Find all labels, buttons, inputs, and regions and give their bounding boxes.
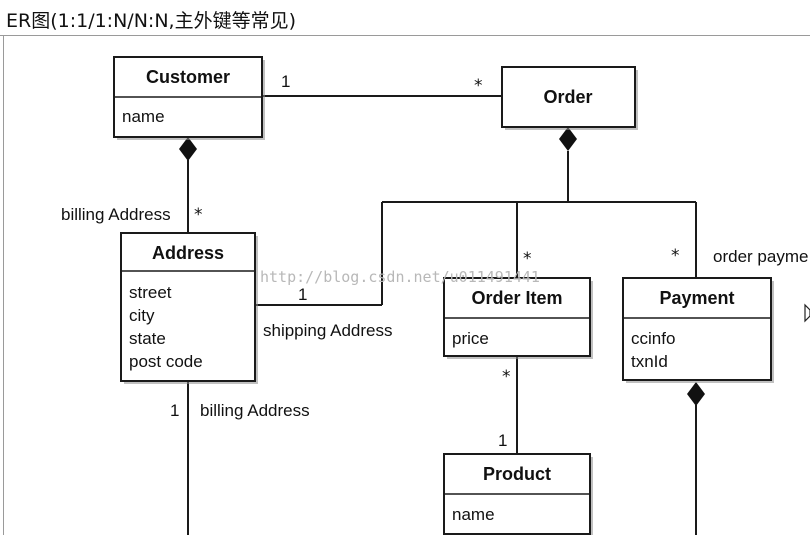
customer-attr-name: name <box>122 107 165 126</box>
order-item-attr-price: price <box>452 329 489 348</box>
product-multiplicity-many: * <box>502 367 511 387</box>
page-title: ER图(1:1/1:N/N:N,主外键等常见) <box>6 10 296 32</box>
class-customer: Customer name <box>113 56 265 140</box>
customer-order-multiplicity-many: * <box>474 76 483 96</box>
product-attr-name: name <box>452 505 495 524</box>
watermark-text: http://blog.csdn.net/u011491441 <box>260 268 540 286</box>
address-attr-street: street <box>129 283 172 302</box>
class-order: Order <box>501 66 638 130</box>
class-product: Product name <box>443 453 593 535</box>
billing-address-bottom-label: billing Address <box>200 401 310 420</box>
address-attr-state: state <box>129 329 166 348</box>
payment-multiplicity-many: * <box>671 246 680 266</box>
payment-composition-diamond <box>687 382 705 406</box>
product-multiplicity-one: 1 <box>498 431 507 450</box>
class-address: Address street city state post code <box>120 232 258 384</box>
payment-class-name: Payment <box>659 288 734 308</box>
address-attr-city: city <box>129 306 155 325</box>
class-order-item: Order Item price <box>443 277 593 359</box>
order-payment-label: order payme <box>713 247 808 266</box>
customer-composition-diamond <box>179 137 197 161</box>
header-bar: ER图(1:1/1:N/N:N,主外键等常见) <box>0 0 810 36</box>
mouse-pointer-icon <box>804 303 810 323</box>
address-attr-post-code: post code <box>129 352 203 371</box>
left-border <box>3 36 4 535</box>
payment-attr-ccinfo: ccinfo <box>631 329 675 348</box>
class-payment: Payment ccinfo txnId <box>622 277 774 383</box>
product-class-name: Product <box>483 464 551 484</box>
customer-order-multiplicity-one: 1 <box>281 72 290 91</box>
order-item-class-name: Order Item <box>471 288 562 308</box>
address-multiplicity-many: * <box>194 205 203 225</box>
order-composition-diamond <box>559 127 577 151</box>
order-item-multiplicity-many: * <box>523 249 532 269</box>
shipping-multiplicity-one: 1 <box>298 285 307 304</box>
billing-address-top-label: billing Address <box>61 205 171 224</box>
billing-bottom-multiplicity-one: 1 <box>170 401 179 420</box>
connectors <box>187 95 697 535</box>
shipping-address-label: shipping Address <box>263 321 392 340</box>
customer-class-name: Customer <box>146 67 230 87</box>
order-class-name: Order <box>543 87 592 107</box>
payment-attr-txnid: txnId <box>631 352 668 371</box>
address-class-name: Address <box>152 243 224 263</box>
